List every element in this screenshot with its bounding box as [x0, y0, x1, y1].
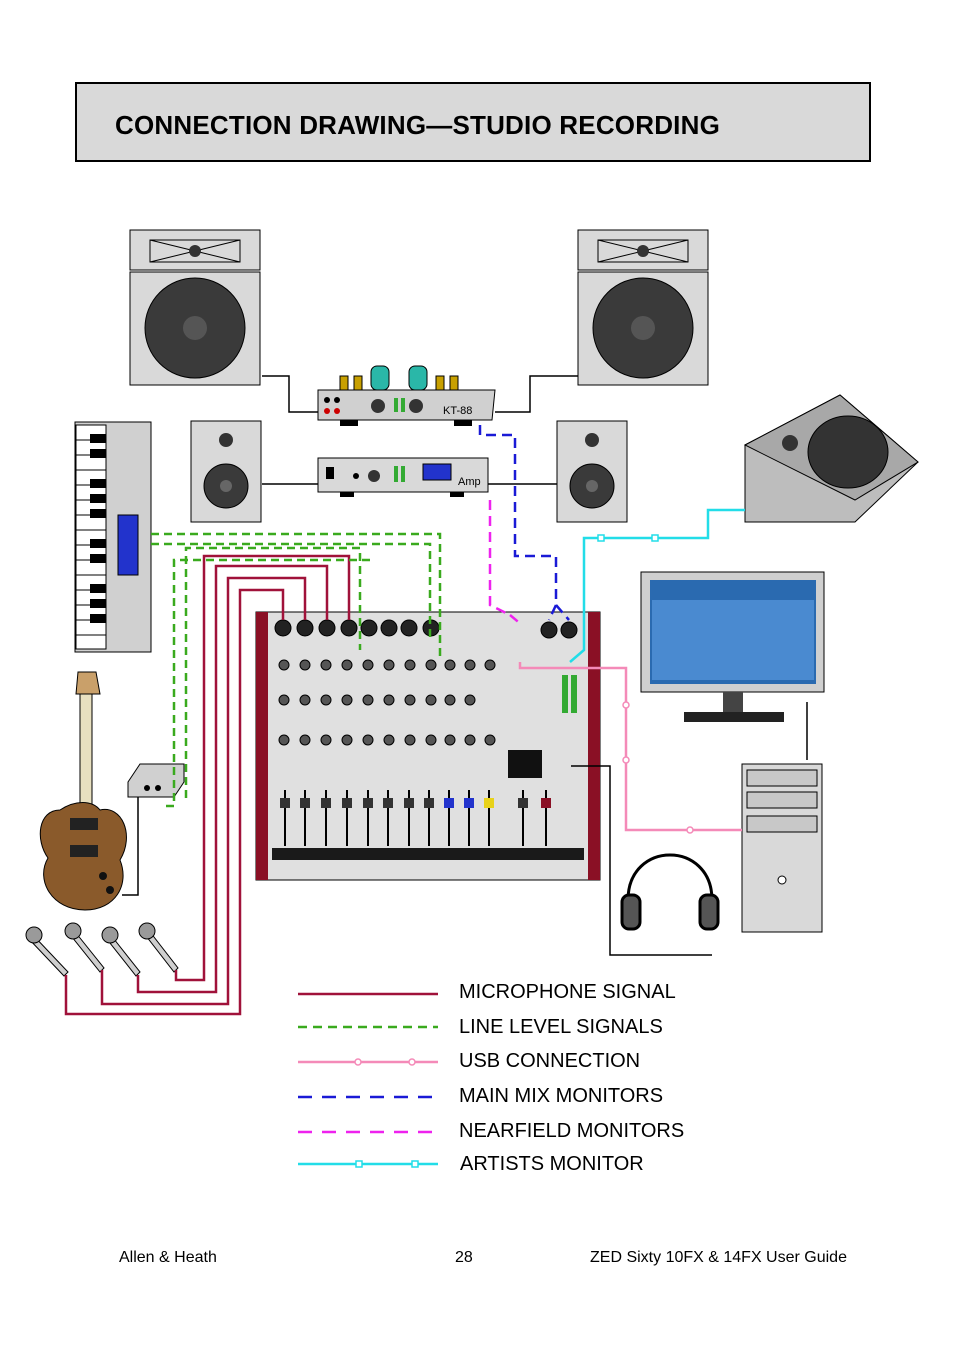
nearfield-monitor-right — [556, 420, 628, 523]
mixer-meters — [508, 675, 577, 778]
nearfield-monitor-cables — [488, 500, 523, 626]
usb-cable — [518, 662, 742, 832]
tube-power-amp: KT-88 — [317, 365, 496, 426]
electric-guitar — [39, 671, 127, 911]
computer-monitor — [640, 571, 825, 722]
footer-guide-title: ZED Sixty 10FX & 14FX User Guide — [590, 1249, 847, 1266]
pc-tower — [741, 763, 823, 933]
power-amp-label: KT-88 — [443, 405, 472, 417]
page-title: CONNECTION DRAWING—STUDIO RECORDING — [115, 110, 720, 140]
mixer-faders — [280, 790, 551, 846]
footer-page-number: 28 — [455, 1249, 473, 1266]
legend-label-usb: USB CONNECTION — [459, 1050, 641, 1072]
microphones — [25, 922, 179, 977]
studio-speaker-right — [577, 229, 709, 386]
artist-monitor-cable — [569, 508, 745, 663]
legend-label-microphone: MICROPHONE SIGNAL — [459, 981, 676, 1003]
artist-wedge-monitor — [743, 394, 919, 523]
footer-company: Allen & Heath — [119, 1249, 217, 1266]
amp-label: Amp — [458, 476, 481, 488]
headphone-amp: Amp — [317, 457, 489, 497]
nearfield-monitor-left — [190, 420, 262, 523]
legend-samples — [298, 992, 438, 1168]
line-level-cables — [151, 532, 442, 808]
speaker-cables — [122, 375, 808, 956]
keyboard-synth — [74, 421, 152, 653]
studio-speaker-left — [129, 229, 261, 386]
di-box — [127, 763, 185, 798]
mixer-xlr-inputs — [274, 619, 578, 639]
microphone-cables — [64, 554, 351, 1016]
main-mix-monitor-cables — [478, 425, 570, 621]
artist-monitor-cable-nodes — [597, 534, 659, 542]
headphones — [620, 853, 720, 931]
legend-label-main-mix: MAIN MIX MONITORS — [459, 1085, 664, 1107]
usb-cable-nodes — [622, 701, 694, 834]
title-box: CONNECTION DRAWING—STUDIO RECORDING — [75, 82, 871, 162]
legend-label-artist: ARTISTS MONITOR — [460, 1153, 644, 1175]
legend-label-nearfield: NEARFIELD MONITORS — [459, 1120, 685, 1142]
mixer-channel-knobs — [278, 659, 496, 746]
legend-label-line-level: LINE LEVEL SIGNALS — [459, 1016, 663, 1038]
